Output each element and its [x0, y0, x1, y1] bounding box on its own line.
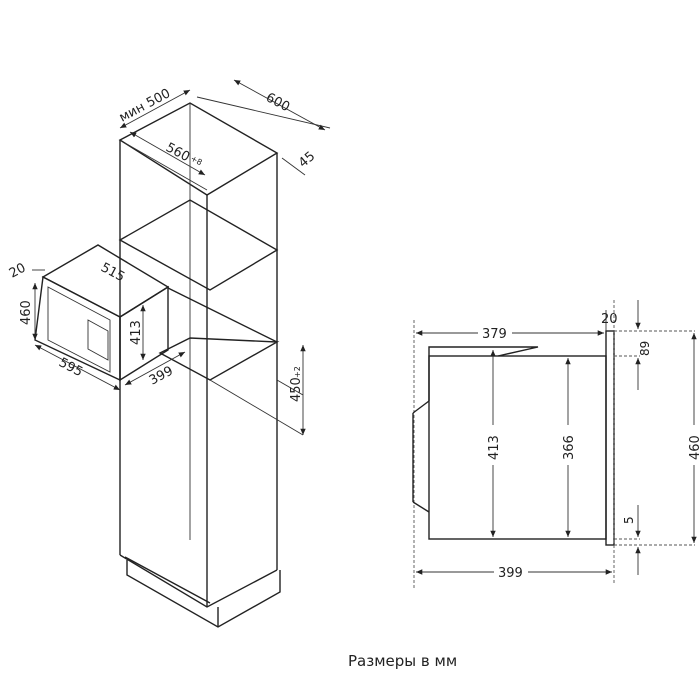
dim-600: 600 — [263, 90, 292, 115]
dim-515: 515 — [98, 260, 127, 285]
dim-450: 450 — [289, 377, 304, 402]
side-view: 379 20 89 413 366 460 5 399 — [412, 300, 700, 588]
dim-379: 379 — [482, 327, 507, 342]
dim-450-tol: +2 — [293, 366, 302, 378]
dim-460-iso: 460 — [19, 300, 34, 325]
dim-min-depth: мин 500 — [117, 86, 173, 125]
dim-413-side: 413 — [487, 435, 502, 460]
dim-45: 45 — [296, 149, 318, 171]
iso-dimensions: мин 500 600 560 +8 45 20 515 460 413 595… — [7, 79, 331, 436]
dim-366: 366 — [562, 435, 577, 460]
dim-399-side: 399 — [498, 566, 523, 581]
dim-20-side: 20 — [601, 312, 618, 327]
dim-560: 560 — [163, 140, 192, 165]
dim-595: 595 — [56, 355, 85, 380]
dim-560-tol: +8 — [189, 154, 204, 167]
units-caption: Размеры в мм — [348, 652, 458, 670]
dim-413-iso: 413 — [129, 320, 144, 345]
dim-399-iso: 399 — [147, 364, 176, 389]
dim-20-iso: 20 — [7, 261, 29, 282]
dim-5: 5 — [622, 516, 636, 524]
dim-89: 89 — [638, 341, 652, 356]
dim-460-side: 460 — [688, 435, 700, 460]
